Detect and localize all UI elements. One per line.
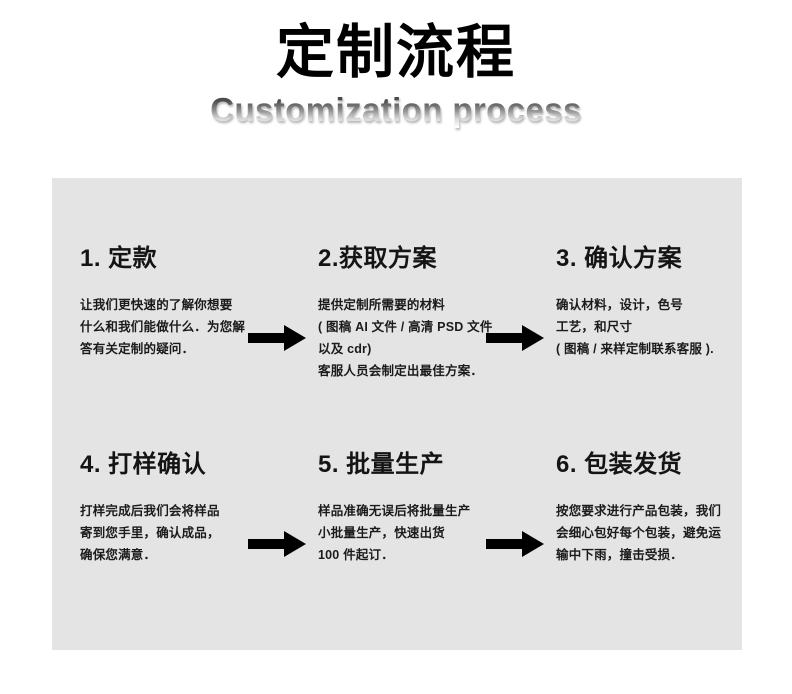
step-5-line-3: 100 件起订． [318,548,394,562]
step-2-line-4: 客服人员会制定出最佳方案． [318,364,484,378]
step-5-line-2: 小批量生产，快速出货 [318,526,446,540]
step-1-line-2: 什么和我们能做什么．为您解 [80,320,246,334]
step-6-line-2: 会细心包好每个包装，避免运 [556,526,722,540]
step-4-body: 打样完成后我们会将样品 寄到您手里，确认成品， 确保您满意． [80,500,310,566]
step-2-line-2: ( 图稿 AI 文件 / 高清 PSD 文件 [318,320,493,334]
step-4-line-3: 确保您满意． [80,548,157,562]
step-3-line-2: 工艺，和尺寸 [556,320,633,334]
process-step-6: 6. 包装发货 按您要求进行产品包装，我们 会细心包好每个包装，避免运 输中下雨… [556,450,786,566]
process-step-1: 1. 定款 让我们更快速的了解你想要 什么和我们能做什么．为您解 答有关定制的疑… [80,244,310,360]
step-2-line-1: 提供定制所需要的材料 [318,298,446,312]
process-step-3: 3. 确认方案 确认材料，设计，色号 工艺，和尺寸 ( 图稿 / 来样定制联系客… [556,244,786,360]
step-1-title: 1. 定款 [80,245,158,272]
process-grid: 1. 定款 让我们更快速的了解你想要 什么和我们能做什么．为您解 答有关定制的疑… [52,178,742,650]
page-subtitle: Customization process [0,90,792,130]
arrow-right-icon [486,529,544,559]
step-2-body: 提供定制所需要的材料 ( 图稿 AI 文件 / 高清 PSD 文件 以及 cdr… [318,294,548,382]
step-3-line-3: ( 图稿 / 来样定制联系客服 ). [556,342,714,356]
arrow-right-icon [248,323,306,353]
step-3-line-1: 确认材料，设计，色号 [556,298,684,312]
step-6-line-1: 按您要求进行产品包装，我们 [556,504,722,518]
step-6-title: 6. 包装发货 [556,451,683,478]
step-5-line-1: 样品准确无误后将批量生产 [318,504,471,518]
step-1-line-3: 答有关定制的疑问． [80,342,195,356]
process-step-4: 4. 打样确认 打样完成后我们会将样品 寄到您手里，确认成品， 确保您满意． [80,450,310,566]
step-4-line-2: 寄到您手里，确认成品， [80,526,220,540]
step-4-title: 4. 打样确认 [80,451,207,478]
process-panel: 1. 定款 让我们更快速的了解你想要 什么和我们能做什么．为您解 答有关定制的疑… [52,178,742,650]
arrow-right-icon [248,529,306,559]
page-title: 定制流程 [275,20,516,85]
step-4-line-1: 打样完成后我们会将样品 [80,504,220,518]
step-6-line-3: 输中下雨，撞击受损． [556,548,684,562]
step-3-body: 确认材料，设计，色号 工艺，和尺寸 ( 图稿 / 来样定制联系客服 ). [556,294,786,360]
step-3-title: 3. 确认方案 [556,245,683,272]
process-step-5: 5. 批量生产 样品准确无误后将批量生产 小批量生产，快速出货 100 件起订． [318,450,548,566]
step-5-title: 5. 批量生产 [318,451,445,478]
page-header: 定制流程 Customization process [0,0,792,130]
step-2-line-3: 以及 cdr) [318,342,372,356]
step-5-body: 样品准确无误后将批量生产 小批量生产，快速出货 100 件起订． [318,500,548,566]
step-1-line-1: 让我们更快速的了解你想要 [80,298,233,312]
process-step-2: 2.获取方案 提供定制所需要的材料 ( 图稿 AI 文件 / 高清 PSD 文件… [318,244,548,382]
arrow-right-icon [486,323,544,353]
step-6-body: 按您要求进行产品包装，我们 会细心包好每个包装，避免运 输中下雨，撞击受损． [556,500,786,566]
step-1-body: 让我们更快速的了解你想要 什么和我们能做什么．为您解 答有关定制的疑问． [80,294,310,360]
step-2-title: 2.获取方案 [318,245,438,272]
